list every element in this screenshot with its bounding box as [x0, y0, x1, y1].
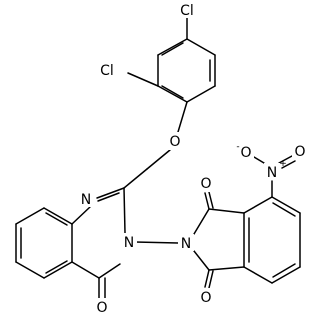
nitro-positive-charge: +: [279, 159, 287, 169]
imide-nitrogen-atom: N: [181, 236, 191, 252]
atom-labels: Cl Cl O N N O N O O N + O - O: [78, 1, 308, 316]
chlorine-atom-top: Cl: [180, 3, 194, 19]
nitro-nitrogen-atom: N: [267, 165, 277, 181]
ether-oxygen-atom: O: [169, 134, 180, 150]
nitro-negative-charge: -: [236, 142, 239, 152]
quinazoline-nitrogen-1: N: [81, 192, 91, 208]
chlorine-atom-left: Cl: [100, 63, 114, 79]
nitro-oxygen-minus: O: [240, 145, 251, 161]
quinazoline-nitrogen-3: N: [124, 235, 134, 251]
quinazolinone-oxygen: O: [96, 300, 107, 316]
imide-oxygen-bottom: O: [200, 290, 211, 306]
nitro-oxygen-double: O: [294, 144, 305, 160]
imide-oxygen-top: O: [200, 176, 211, 192]
bond-lines: [15, 17, 301, 299]
